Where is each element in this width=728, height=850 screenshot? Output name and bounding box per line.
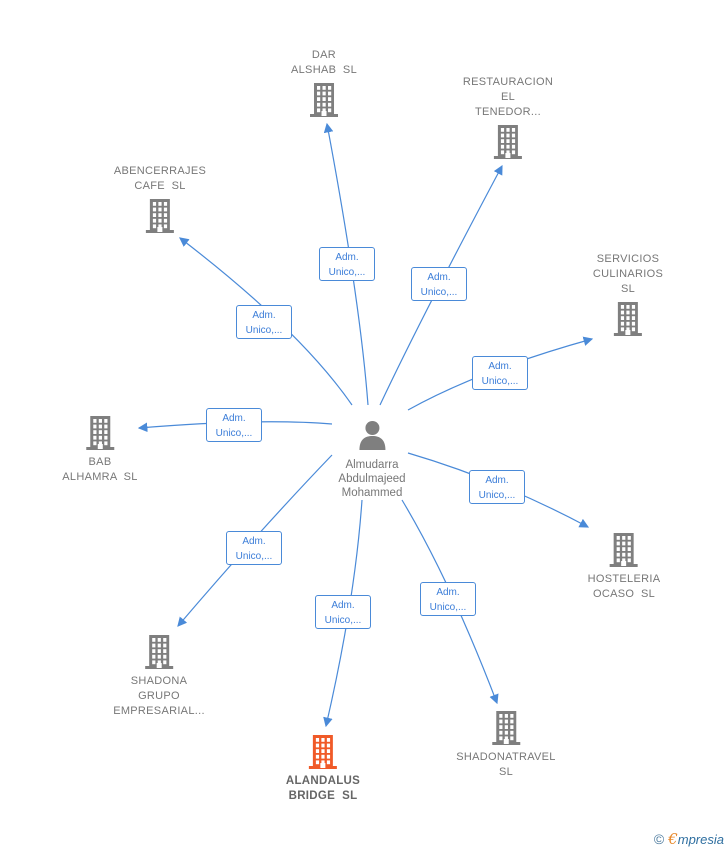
building-icon <box>309 83 338 117</box>
edge-label[interactable]: Adm. Unico,... <box>236 305 292 339</box>
company-node[interactable]: HOSTELERIA OCASO SL <box>588 532 661 602</box>
copyright-symbol: © <box>653 831 665 847</box>
edge-label[interactable]: Adm. Unico,... <box>206 408 262 442</box>
company-name: RESTAURACION EL TENEDOR... <box>462 76 554 118</box>
company-name: SHADONATRAVEL SL <box>456 751 556 778</box>
company-name: BAB ALHAMRA SL <box>62 456 138 483</box>
company-name: SERVICIOS CULINARIOS SL <box>592 253 664 295</box>
company-node[interactable]: SHADONATRAVEL SL <box>456 710 555 780</box>
center-person-name: Almudarra Abdulmajeed Mohammed <box>338 459 406 499</box>
relationship-edge <box>379 164 503 406</box>
edge-label[interactable]: Adm. Unico,... <box>315 595 371 629</box>
relationship-edge <box>323 122 369 406</box>
edge-label[interactable]: Adm. Unico,... <box>411 267 467 301</box>
edge-label[interactable]: Adm. Unico,... <box>469 470 525 504</box>
company-node[interactable]: RESTAURACION EL TENEDOR... <box>463 75 553 160</box>
building-icon <box>145 635 173 669</box>
building-icon <box>492 711 520 745</box>
edge-label[interactable]: Adm. Unico,... <box>319 247 375 281</box>
brand-logo: ©€mpresia <box>654 830 724 848</box>
building-icon <box>494 125 522 159</box>
building-icon <box>614 302 642 336</box>
edge-label[interactable]: Adm. Unico,... <box>472 356 528 390</box>
company-node[interactable]: SERVICIOS CULINARIOS SL <box>593 252 663 337</box>
company-name: ALANDALUS BRIDGE SL <box>285 775 361 802</box>
company-node[interactable]: ABENCERRAJES CAFE SL <box>114 164 206 234</box>
company-node[interactable]: BAB ALHAMRA SL <box>62 415 137 485</box>
person-icon <box>358 421 385 450</box>
company-node-highlighted[interactable]: ALANDALUS BRIDGE SL <box>286 734 360 804</box>
building-icon <box>309 735 337 769</box>
company-name: HOSTELERIA OCASO SL <box>587 573 661 600</box>
edge-label[interactable]: Adm. Unico,... <box>226 531 282 565</box>
company-node[interactable]: SHADONA GRUPO EMPRESARIAL... <box>113 634 205 719</box>
company-name: ABENCERRAJES CAFE SL <box>113 165 207 192</box>
company-node[interactable]: DAR ALSHAB SL <box>291 48 357 118</box>
building-icon <box>145 199 174 233</box>
center-person[interactable]: Almudarra Abdulmajeed Mohammed <box>338 420 406 500</box>
building-icon <box>85 416 114 450</box>
company-name: DAR ALSHAB SL <box>291 49 357 76</box>
brand-mark: € <box>668 830 678 848</box>
building-icon <box>610 533 638 567</box>
brand-name: mpresia <box>677 832 724 847</box>
company-name: SHADONA GRUPO EMPRESARIAL... <box>113 675 205 717</box>
edge-label[interactable]: Adm. Unico,... <box>420 582 476 616</box>
